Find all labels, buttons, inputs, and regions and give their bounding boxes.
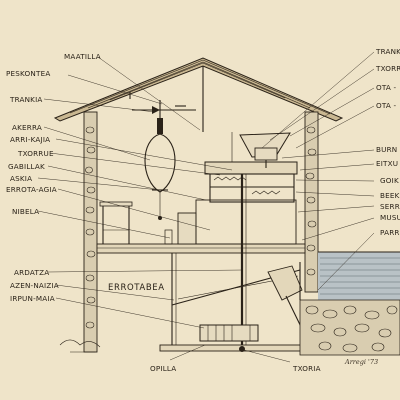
mill-floor xyxy=(96,243,306,254)
roof xyxy=(53,57,344,132)
label-right-8: BEEK xyxy=(380,191,400,200)
label-right-3: OTA - xyxy=(376,83,396,92)
label-right-1: TRANK xyxy=(375,47,400,56)
label-right-6: EITXU xyxy=(376,159,398,168)
label-right-7: GOIK xyxy=(380,176,399,185)
label-right-4: OTA - xyxy=(376,101,396,110)
label-ardatza: ARDATZA xyxy=(14,268,49,277)
label-akerra: AKERRA xyxy=(12,123,42,132)
artist-signature: Arregi '73 xyxy=(344,358,378,366)
foundation xyxy=(59,299,400,356)
label-trankia: TRANKIA xyxy=(9,95,43,104)
right-wall xyxy=(304,111,319,293)
label-azen-naizia: AZEN-NAIZIA xyxy=(10,281,59,290)
lever-system xyxy=(171,253,306,345)
right-labels: TRANK TXORR OTA - OTA - BURN EITXU GOIK … xyxy=(375,47,400,237)
label-txoria: TXORIA xyxy=(292,364,321,373)
label-right-2: TXORR xyxy=(375,64,400,73)
label-right-10: MUSU xyxy=(380,213,400,222)
label-right-11: PARR xyxy=(380,228,400,237)
leader-lines xyxy=(37,51,375,363)
bench xyxy=(99,201,133,244)
label-maatilla: MAATILLA xyxy=(64,52,101,61)
label-opilla: OPILLA xyxy=(150,364,176,373)
label-peskontea: PESKONTEA xyxy=(6,69,50,78)
label-right-9: SERR xyxy=(380,202,400,211)
label-nibela: NIBELA xyxy=(12,207,39,216)
left-wall xyxy=(83,111,98,353)
water-channel xyxy=(318,251,400,300)
label-txorrue: TXORRUE xyxy=(17,149,54,158)
label-errota-agia: ERROTA-AGIA xyxy=(6,185,57,194)
label-gabillak: GABILLAK xyxy=(8,162,45,171)
label-irpun-maia: IRPUN-MAIA xyxy=(10,294,55,303)
water-wheel xyxy=(159,324,303,352)
main-shaft xyxy=(240,174,247,345)
hopper xyxy=(231,132,291,168)
label-askia: ASKIA xyxy=(10,174,32,183)
label-right-5: BURN xyxy=(376,145,397,154)
left-labels: MAATILLA PESKONTEA TRANKIA AKERRA ARRI-K… xyxy=(6,52,321,373)
label-errotabea: ERROTABEA xyxy=(108,283,165,293)
label-arri-kajia: ARRI-KAJIA xyxy=(10,135,50,144)
